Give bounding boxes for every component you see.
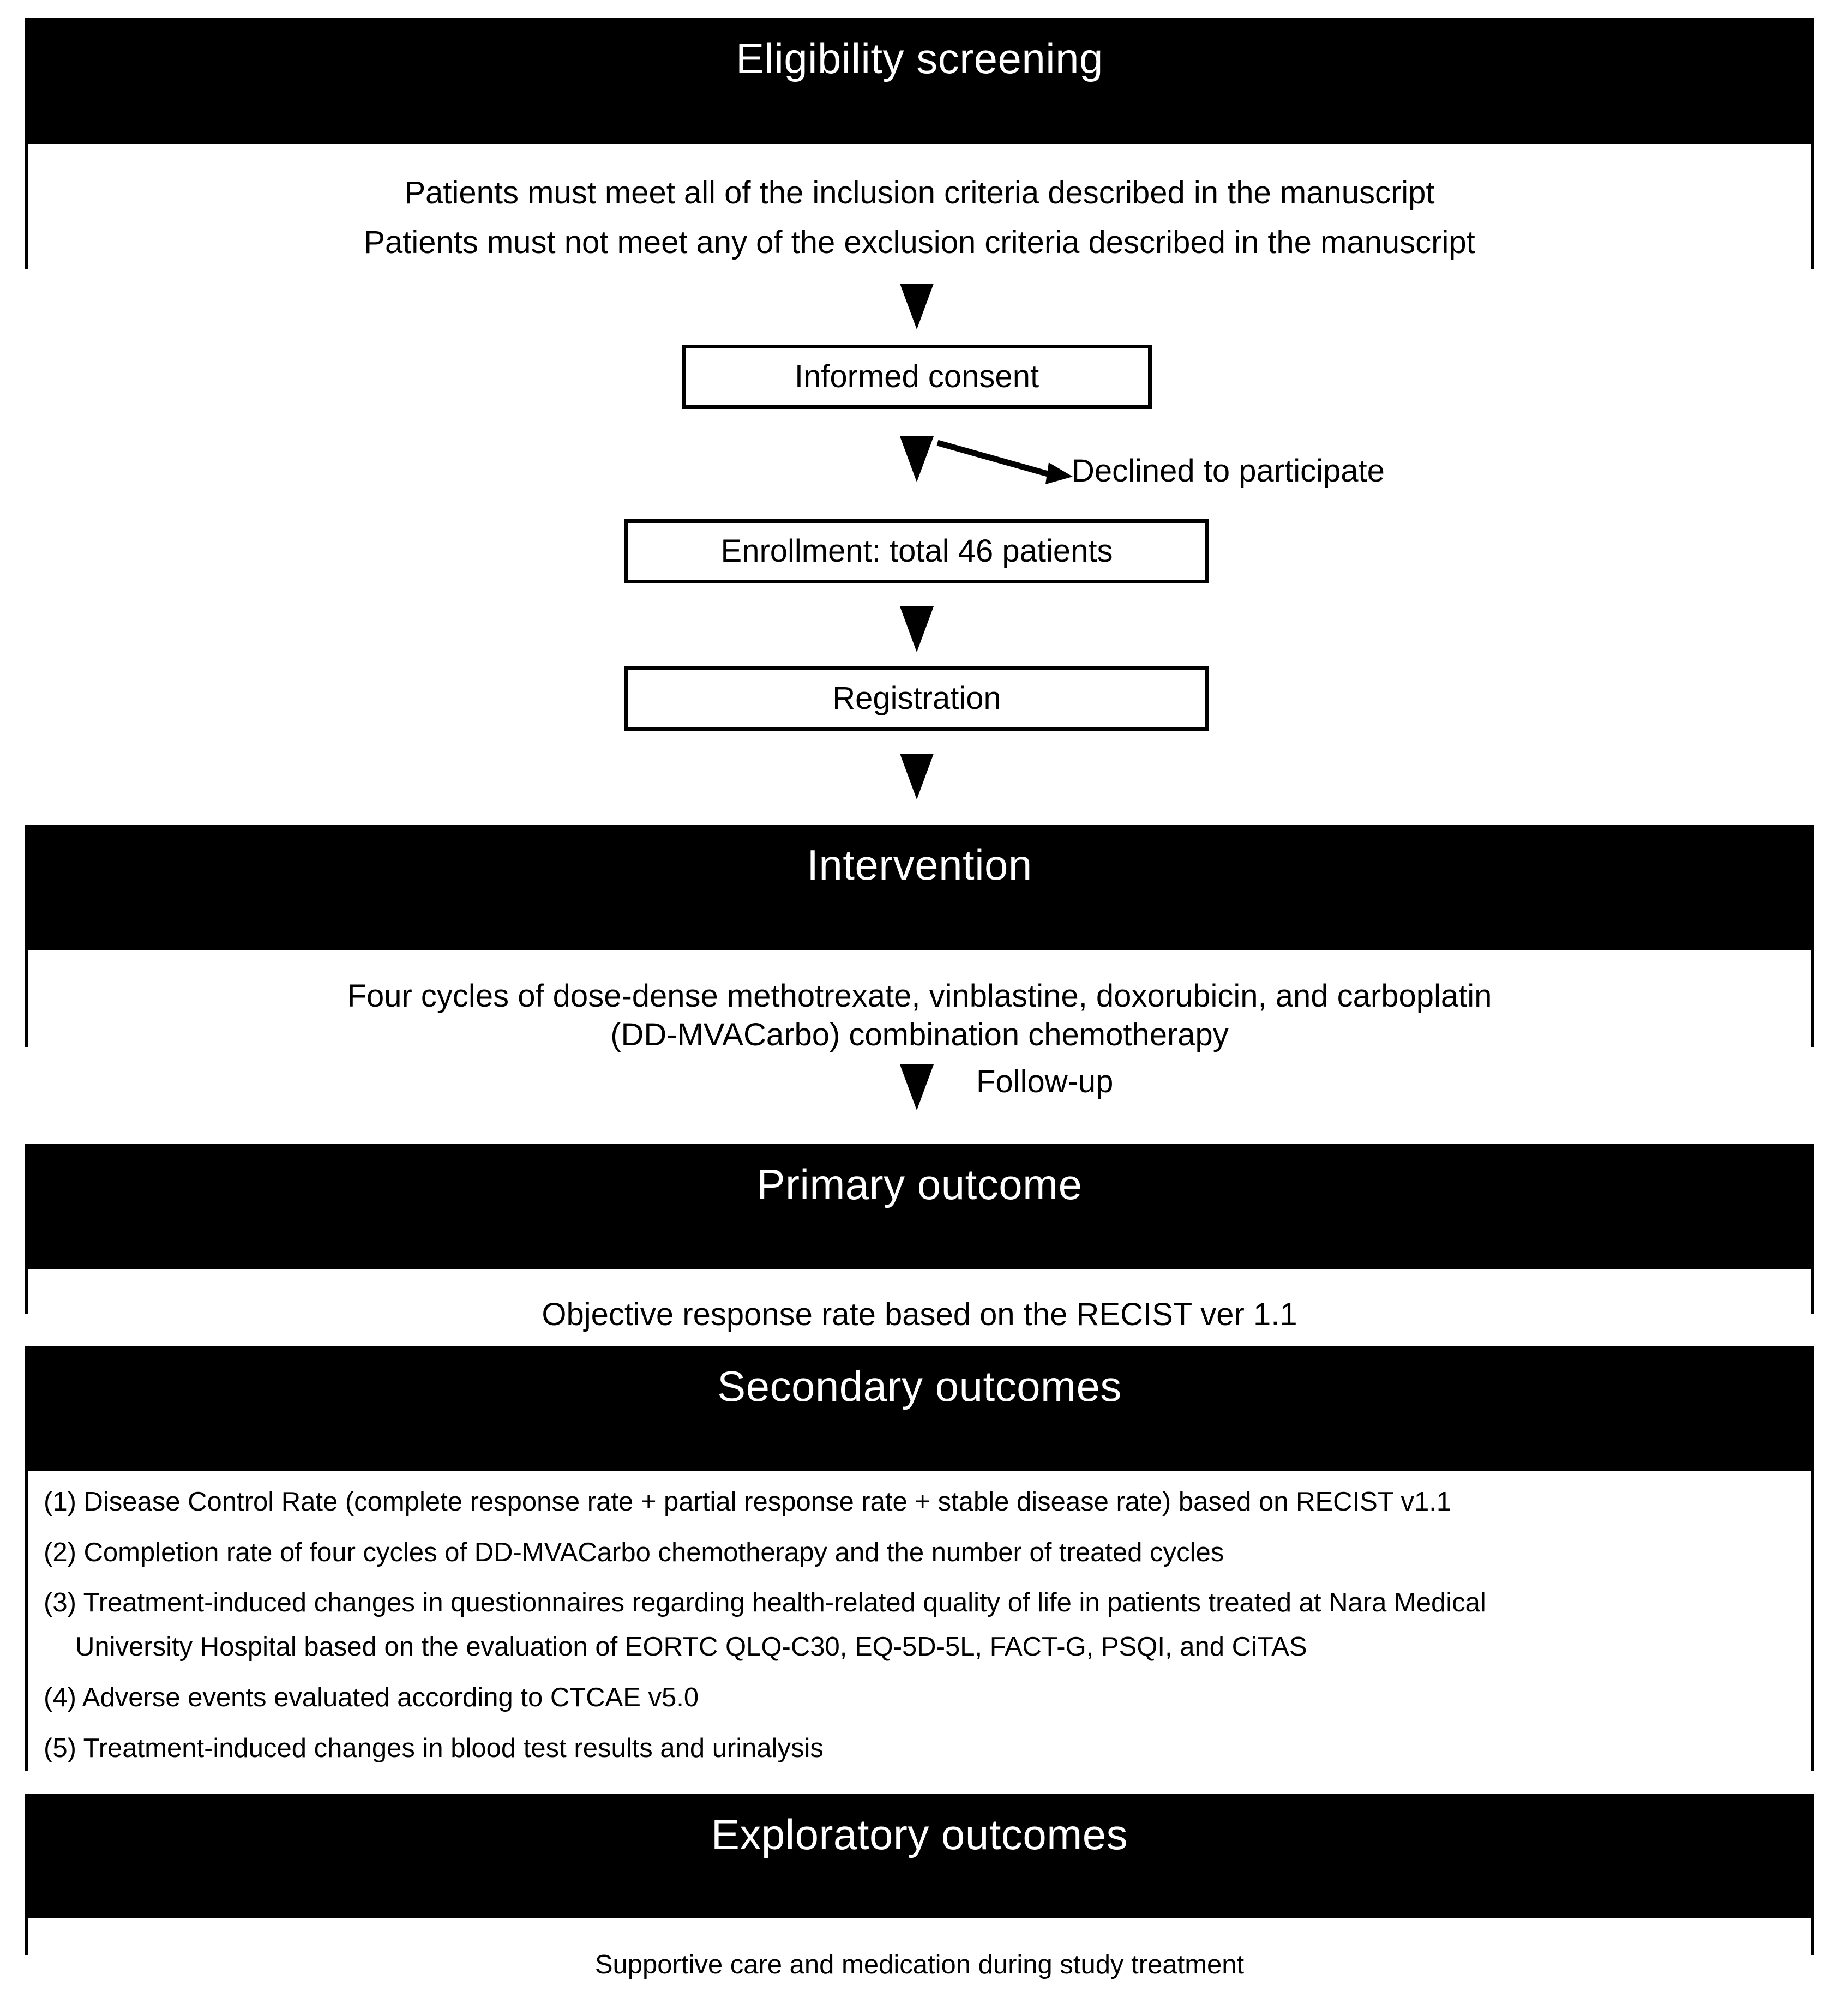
exploratory-outcomes-panel: Exploratory outcomes Supportive care and… (25, 1794, 1814, 2016)
declined-to-participate-label: Declined to participate (1072, 453, 1385, 489)
eligibility-screening-body: Patients must meet all of the inclusion … (28, 144, 1811, 296)
secondary-outcome-item: (4) Adverse events evaluated according t… (44, 1682, 699, 1712)
down-triangle-icon (900, 1064, 934, 1110)
enrollment-label: Enrollment: total 46 patients (720, 533, 1113, 569)
secondary-outcomes-panel: Secondary outcomes (1) Disease Control R… (25, 1346, 1814, 1783)
secondary-outcome-item: (1) Disease Control Rate (complete respo… (44, 1487, 1452, 1516)
enrollment-box: Enrollment: total 46 patients (624, 519, 1209, 583)
down-triangle-icon (900, 284, 934, 329)
declined-arrow-svg (936, 440, 1073, 484)
secondary-outcomes-list: (1) Disease Control Rate (complete respo… (28, 1471, 1811, 1783)
declined-arrow (935, 431, 1077, 496)
secondary-outcome-item: (5) Treatment-induced changes in blood t… (44, 1733, 824, 1763)
primary-outcome-header: Primary outcome (28, 1148, 1811, 1269)
down-triangle-icon (900, 754, 934, 799)
exploratory-outcome-text: Supportive care and medication during st… (594, 1950, 1245, 1979)
down-triangle-icon (900, 606, 934, 652)
eligibility-screening-panel: Eligibility screening Patients must meet… (25, 18, 1814, 296)
informed-consent-box: Informed consent (682, 345, 1152, 409)
follow-up-label: Follow-up (976, 1064, 1114, 1099)
eligibility-exclusion-line: Patients must not meet any of the exclus… (364, 224, 1475, 260)
eligibility-inclusion-line: Patients must meet all of the inclusion … (404, 175, 1435, 210)
intervention-regimen-line-1: Four cycles of dose-dense methotrexate, … (347, 978, 1492, 1014)
primary-outcome-body: Objective response rate based on the REC… (28, 1269, 1811, 1357)
registration-label: Registration (832, 681, 1001, 716)
exploratory-outcomes-header: Exploratory outcomes (28, 1798, 1811, 1918)
eligibility-screening-header: Eligibility screening (28, 22, 1811, 144)
secondary-outcome-item-continuation: University Hospital based on the evaluat… (75, 1632, 1307, 1662)
secondary-outcome-item: (2) Completion rate of four cycles of DD… (44, 1537, 1224, 1567)
informed-consent-label: Informed consent (794, 359, 1039, 394)
intervention-panel: Intervention Four cycles of dose-dense m… (25, 825, 1814, 1079)
exploratory-outcomes-body: Supportive care and medication during st… (28, 1918, 1811, 2016)
intervention-regimen-line-2: (DD-MVACarbo) combination chemotherapy (610, 1016, 1229, 1052)
intervention-header: Intervention (28, 828, 1811, 950)
primary-outcome-panel: Primary outcome Objective response rate … (25, 1144, 1814, 1357)
secondary-outcomes-header: Secondary outcomes (28, 1350, 1811, 1471)
registration-box: Registration (624, 666, 1209, 731)
primary-outcome-text: Objective response rate based on the REC… (542, 1297, 1297, 1332)
secondary-outcome-item: (3) Treatment-induced changes in questio… (44, 1588, 1486, 1618)
down-triangle-icon (900, 436, 934, 482)
intervention-body: Four cycles of dose-dense methotrexate, … (28, 950, 1811, 1079)
